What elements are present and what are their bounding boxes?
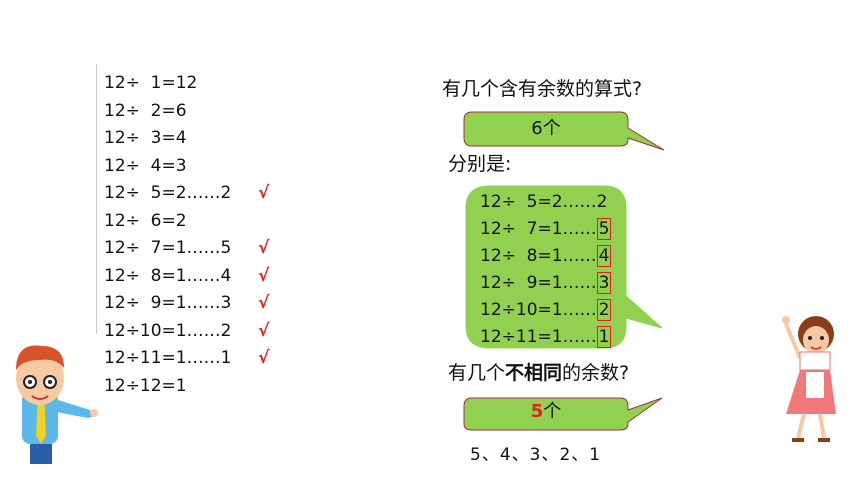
highlighted-remainder: 4	[596, 245, 612, 267]
highlighted-remainder: 2	[596, 299, 612, 321]
remainder-row: 12÷ 9=1……3	[480, 272, 612, 294]
equation-list: 12÷ 1=12 12÷ 2=6 12÷ 3=4 12÷ 4=3 12÷ 5=2…	[104, 70, 269, 400]
answer-bubble-2	[463, 397, 663, 431]
girl-illustration	[782, 316, 836, 442]
equation-row: 12÷ 7=1……5√	[104, 235, 269, 263]
remainder-values: 5、4、3、2、1	[470, 445, 602, 465]
answer-distinct-count: 5个	[530, 401, 562, 422]
divider-line	[96, 64, 97, 334]
equation-row: 12÷12=1	[104, 375, 187, 396]
check-mark: √	[258, 320, 270, 341]
answer-count: 6个	[531, 118, 561, 139]
remainder-row: 12÷ 8=1……4	[480, 245, 612, 267]
question-distinct-remainders: 有几个不相同的余数?	[448, 362, 630, 384]
equation-row: 12÷ 5=2……2√	[104, 180, 269, 208]
check-mark: √	[258, 183, 270, 203]
highlighted-remainder: 1	[596, 326, 612, 348]
remainder-row: 12÷ 7=1……5	[480, 218, 612, 240]
check-mark: √	[258, 348, 270, 368]
equation-row: 12÷ 3=4	[104, 128, 187, 148]
teacher-illustration	[16, 345, 98, 464]
check-mark: √	[258, 265, 270, 286]
equation-row: 12÷11=1……1√	[104, 345, 269, 373]
question-remainder-count: 有几个含有余数的算式?	[442, 78, 643, 100]
equation-row: 12÷ 6=2	[104, 210, 187, 231]
remainder-row: 12÷11=1……1	[480, 326, 612, 348]
highlighted-remainder: 5	[596, 218, 612, 240]
answer-bubble	[463, 111, 665, 151]
check-mark: √	[258, 293, 270, 313]
equation-row: 12÷10=1……2√	[104, 318, 269, 346]
remainder-row: 12÷ 5=2……2	[480, 192, 608, 212]
equation-row: 12÷ 4=3	[104, 155, 187, 176]
highlighted-remainder: 3	[596, 272, 612, 294]
equation-row: 12÷ 1=12	[104, 73, 198, 93]
remainder-equation-list: 12÷ 5=2……2 12÷ 7=1……5 12÷ 8=1……4 12÷ 9=1…	[480, 189, 612, 351]
equation-row: 12÷ 9=1……3√	[104, 290, 269, 318]
equation-row: 12÷ 8=1……4√	[104, 263, 269, 291]
equation-row: 12÷ 2=6	[104, 100, 187, 121]
check-mark: √	[258, 238, 270, 258]
list-label: 分别是:	[448, 153, 512, 175]
remainder-row: 12÷10=1……2	[480, 299, 612, 321]
